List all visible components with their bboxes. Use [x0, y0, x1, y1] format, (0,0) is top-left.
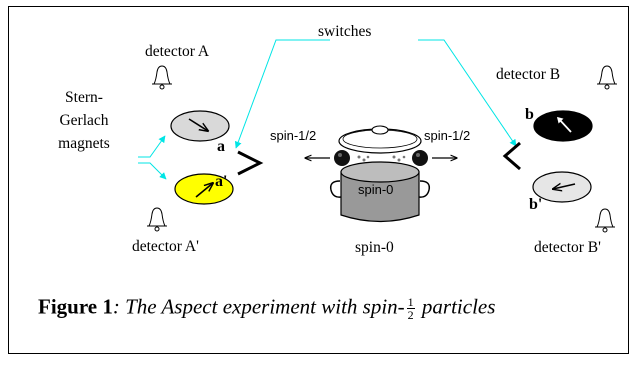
spin-half-left-label: spin-1/2: [270, 128, 317, 143]
magnets-line-2: Gerlach: [59, 112, 109, 129]
spin-0-label: spin-0: [355, 239, 394, 256]
fraction-numerator: 1: [406, 295, 415, 309]
bell-icon: [152, 65, 172, 90]
setting-a-prime-label: a': [215, 173, 228, 190]
magnets-label: Stern- Gerlach magnets: [44, 86, 124, 155]
detector-a-label: detector A: [145, 43, 210, 60]
figure-caption: Figure 1: The Aspect experiment with spi…: [38, 296, 495, 321]
magnets-line-1: Stern-: [65, 89, 103, 106]
dial-b-prime: [532, 171, 592, 203]
switch-right: [502, 141, 521, 171]
dial-a: [170, 110, 230, 142]
setting-b-label: b: [525, 106, 534, 123]
caption-tail: particles: [421, 294, 496, 319]
switch-left: [237, 150, 264, 176]
switch-lines: [138, 39, 517, 180]
pot-label: spin-0: [358, 182, 394, 197]
magnet-connector-2: [138, 162, 167, 180]
spin-0-pot: [329, 125, 431, 223]
switch-line-right: [418, 39, 517, 147]
dial-b: [533, 110, 593, 142]
figure-number: Figure 1: [38, 294, 113, 319]
switch-line-left: [234, 39, 330, 149]
switches-label: switches: [318, 23, 372, 40]
caption-text: : The Aspect experiment with spin-: [112, 294, 405, 319]
dial-a-prime: [174, 173, 234, 205]
detector-b-prime-label: detector B': [534, 239, 601, 256]
particle-left: [334, 150, 350, 166]
particle-right: [412, 150, 428, 166]
bell-icon: [597, 65, 617, 90]
magnets-line-3: magnets: [58, 135, 110, 152]
bell-icon: [147, 207, 167, 232]
spin-half-right-label: spin-1/2: [424, 128, 471, 143]
setting-b-prime-label: b': [529, 196, 543, 213]
detector-b-label: detector B: [496, 66, 561, 83]
magnet-connector: [138, 135, 166, 158]
fraction-denominator: 2: [407, 308, 414, 322]
detector-a-prime-label: detector A': [132, 238, 199, 255]
figure-frame: [8, 6, 629, 354]
bell-icon: [595, 208, 615, 233]
setting-a-label: a: [217, 138, 225, 155]
